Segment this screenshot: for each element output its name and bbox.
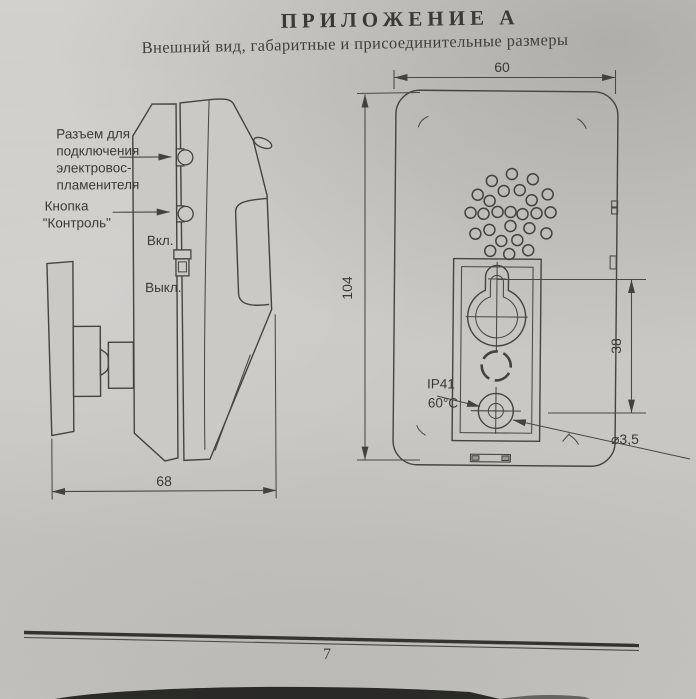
edge-bumps <box>609 200 619 270</box>
handle-recess <box>234 197 270 306</box>
corner-tick <box>568 434 580 445</box>
svg-text:Кнопка: Кнопка <box>45 198 89 213</box>
dimension-38: 38 <box>497 278 646 414</box>
body-inner-line <box>214 354 251 451</box>
footer-rule <box>23 630 640 652</box>
side-view: Вкл. Выкл. Разъем для подключения электр… <box>43 98 277 500</box>
dimension-68: 68 <box>51 314 277 500</box>
test-button-hole <box>470 386 521 434</box>
speaker-grille <box>464 167 557 261</box>
connector-callout: Разъем для подключения электровос- пламе… <box>56 126 172 193</box>
switch-off-label: Выкл. <box>145 280 181 295</box>
dim-diameter-value: ⌀3,5 <box>611 431 639 447</box>
svg-text:пламенителя: пламенителя <box>56 177 139 192</box>
dim-60-value: 60 <box>494 59 510 75</box>
front-housing <box>392 89 619 467</box>
dimension-diameter: ⌀3,5 <box>436 395 691 460</box>
ip-rating-label: IP41 <box>427 376 455 391</box>
front-view: IP41 60°C <box>392 89 619 467</box>
svg-text:подключения: подключения <box>56 143 139 158</box>
svg-text:электровос-: электровос- <box>56 160 131 175</box>
notched-connector-hole <box>480 350 513 382</box>
bracket-body <box>72 325 102 398</box>
device-body <box>179 98 273 462</box>
corner-tick <box>416 425 426 436</box>
button-callout: Кнопка "Контроль" <box>43 198 170 231</box>
body-bezel-line <box>203 100 210 450</box>
svg-text:Разъем для: Разъем для <box>56 126 130 141</box>
power-switch <box>173 249 192 277</box>
control-button <box>175 205 194 223</box>
dim-38-value: 38 <box>608 338 624 354</box>
dimension-60: 60 <box>393 59 617 94</box>
side-lug <box>253 136 273 150</box>
dim-68-value: 68 <box>156 473 172 489</box>
wall-plate <box>46 260 75 437</box>
mount-panel-outer <box>451 257 542 443</box>
device-back-plate <box>132 103 179 462</box>
corner-tick <box>577 118 587 129</box>
scan-shadow <box>55 686 590 699</box>
dim-104-value: 104 <box>339 276 355 300</box>
bracket-neck <box>99 348 110 377</box>
corner-tick <box>417 115 429 128</box>
switch-on-label: Вкл. <box>147 233 174 248</box>
keyhole-mount-hole <box>465 261 528 352</box>
igniter-connector <box>175 148 194 167</box>
dimension-104: 104 <box>339 91 421 461</box>
page-number: 7 <box>323 646 331 663</box>
svg-text:"Контроль": "Контроль" <box>43 215 112 230</box>
bottom-slot <box>469 453 511 463</box>
bracket-block <box>107 341 135 389</box>
